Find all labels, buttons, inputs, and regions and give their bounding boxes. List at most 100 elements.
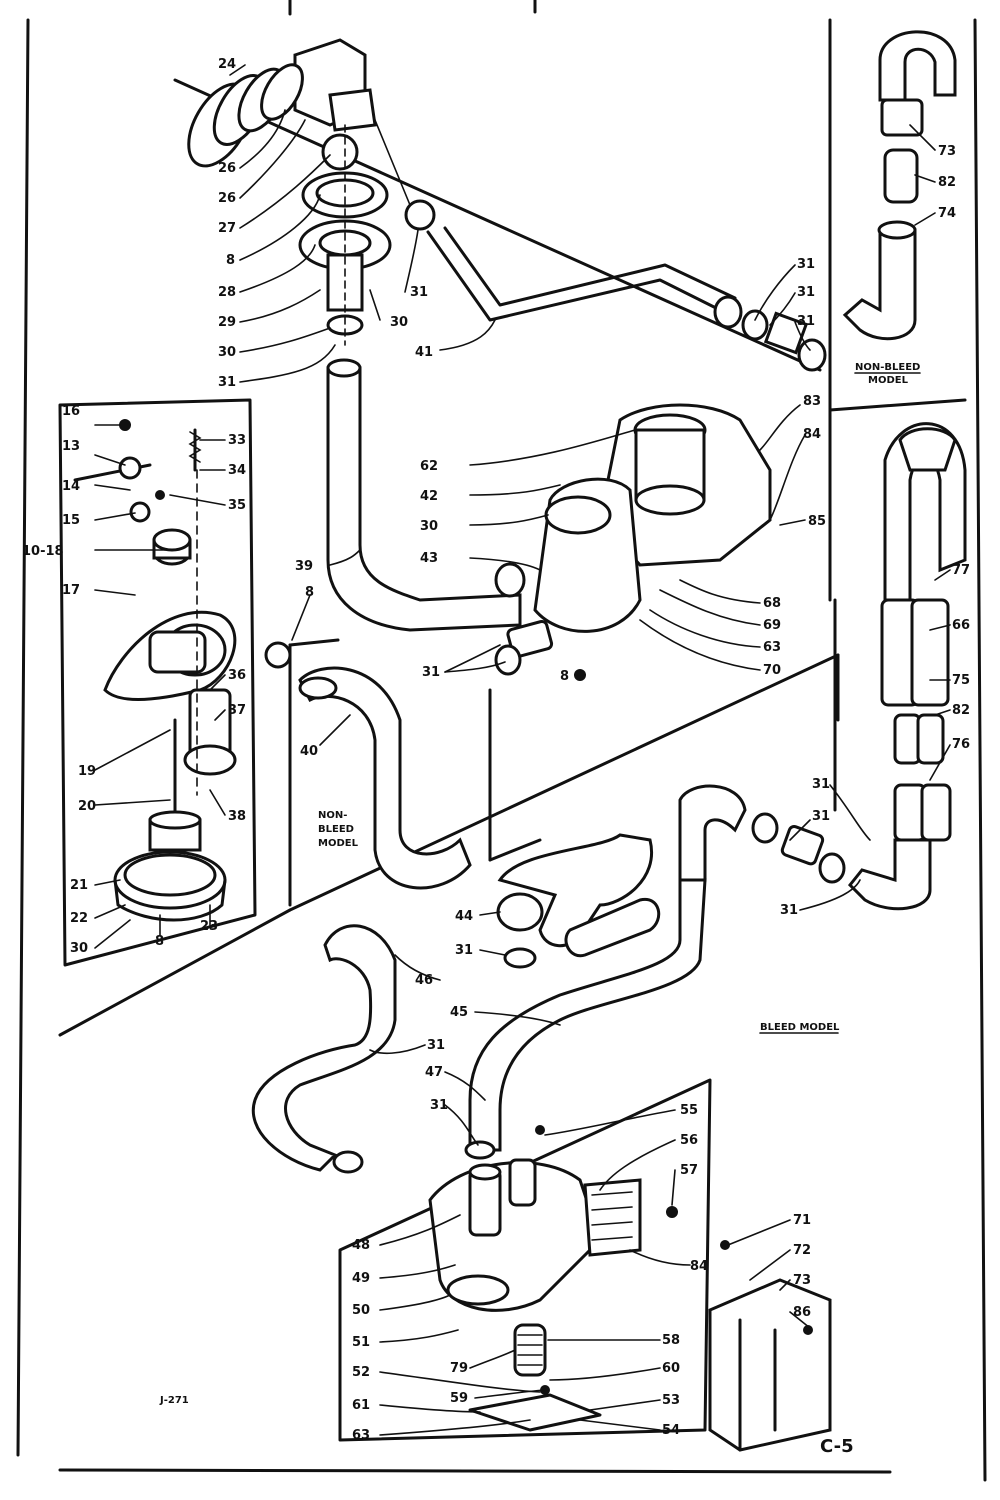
caption-bleed-model: BLEED MODEL [760, 1022, 840, 1033]
callout-label: 35 [228, 498, 246, 513]
callout-label: 52 [352, 1365, 370, 1380]
callout-label: 53 [662, 1393, 680, 1408]
callout-label: 76 [952, 737, 970, 752]
caption-non-bleed-upper: NON-BLEED [855, 362, 920, 373]
callout-label: 73 [793, 1273, 811, 1288]
callout-label: 14 [62, 479, 80, 494]
callout-label: 54 [662, 1423, 680, 1438]
callout-label: 42 [420, 489, 438, 504]
callout-label: 31 [812, 809, 830, 824]
callout-label: 37 [228, 703, 246, 718]
callout-label: 82 [938, 175, 956, 190]
bleed-right-hoses [847, 422, 967, 911]
callout-label: 63 [763, 640, 781, 655]
callout-label: 33 [228, 433, 246, 448]
captions: NON-BLEED MODEL NON- BLEED MODEL BLEED M… [159, 362, 921, 1406]
callout-label: 47 [425, 1065, 443, 1080]
callout-label: 68 [763, 596, 781, 611]
callout-label: 83 [803, 394, 821, 409]
callout-label: 66 [952, 618, 970, 633]
callout-label: 13 [62, 439, 80, 454]
callout-label: 86 [793, 1305, 811, 1320]
callout-label: 8 [305, 585, 314, 600]
callout-label: 73 [938, 144, 956, 159]
callout-label: 21 [70, 878, 88, 893]
callout-label: 46 [415, 973, 433, 988]
callout-label: 82 [952, 703, 970, 718]
callout-label: 72 [793, 1243, 811, 1258]
callout-label: 84 [803, 427, 821, 442]
caption-non-bleed-left: BLEED [318, 824, 354, 835]
callout-label: 31 [797, 285, 815, 300]
callout-label: 79 [450, 1361, 468, 1376]
callout-label: 36 [228, 668, 246, 683]
caption-non-bleed-upper: MODEL [868, 375, 909, 386]
callout-label: 17 [62, 583, 80, 598]
callout-label: 20 [78, 799, 96, 814]
callout-label: 62 [420, 459, 438, 474]
callout-label: 31 [430, 1098, 448, 1113]
callout-label: 30 [218, 345, 236, 360]
callout-label: 8 [226, 253, 235, 268]
callout-label: 74 [938, 206, 956, 221]
callout-label: 71 [793, 1213, 811, 1228]
callout-label: 24 [218, 57, 236, 72]
callout-label: 31 [797, 314, 815, 329]
caption-non-bleed-left: NON- [318, 810, 347, 821]
callout-label: 10-18 [22, 544, 64, 559]
callout-label: 31 [410, 285, 428, 300]
callout-label: 49 [352, 1271, 370, 1286]
page-code: C-5 [820, 1436, 854, 1457]
callout-label: 40 [300, 744, 318, 759]
callout-label: 26 [218, 161, 236, 176]
upper-hose-41 [426, 226, 827, 372]
callout-label: 85 [808, 514, 826, 529]
callout-label: 28 [218, 285, 236, 300]
callout-label: 55 [680, 1103, 698, 1118]
callout-label: 31 [455, 943, 473, 958]
callout-labels: 24 26 26 27 8 28 29 30 31 31 30 41 31 31… [22, 57, 970, 1443]
callout-label: 29 [218, 315, 236, 330]
callout-label: 61 [352, 1398, 370, 1413]
callout-label: 77 [952, 563, 970, 578]
hose-39 [326, 358, 522, 632]
callout-label: 31 [218, 375, 236, 390]
callout-label: 31 [422, 665, 440, 680]
callout-label: 30 [390, 315, 408, 330]
callout-label: 51 [352, 1335, 370, 1350]
callout-label: 44 [455, 909, 473, 924]
leader-lines [94, 64, 951, 1436]
callout-label: 38 [228, 809, 246, 824]
callout-label: 23 [200, 919, 218, 934]
callout-label: 56 [680, 1133, 698, 1148]
central-pump [494, 403, 772, 681]
callout-label: 41 [415, 345, 433, 360]
callout-label: 30 [420, 519, 438, 534]
bleed-middle-hoses [496, 784, 846, 969]
callout-label: 60 [662, 1361, 680, 1376]
caption-non-bleed-left: MODEL [318, 838, 359, 849]
callout-label: 59 [450, 1391, 468, 1406]
callout-label: 15 [62, 513, 80, 528]
callout-label: 34 [228, 463, 246, 478]
callout-label: 84 [690, 1259, 708, 1274]
callout-label: 16 [62, 404, 80, 419]
callout-label: 70 [763, 663, 781, 678]
callout-label: 57 [680, 1163, 698, 1178]
hose-46 [251, 924, 496, 1174]
sump-assembly [338, 1078, 832, 1452]
callout-label: 8 [155, 934, 164, 949]
callout-label: 31 [812, 777, 830, 792]
callout-label: 31 [780, 903, 798, 918]
callout-label: 22 [70, 911, 88, 926]
pump-detail-box [58, 398, 257, 967]
callout-label: 58 [662, 1333, 680, 1348]
callout-label: 39 [295, 559, 313, 574]
hose-40 [264, 641, 472, 890]
callout-label: 75 [952, 673, 970, 688]
page-frame [16, 0, 987, 1482]
callout-label: 19 [78, 764, 96, 779]
callout-label: 31 [797, 257, 815, 272]
callout-label: 27 [218, 221, 236, 236]
